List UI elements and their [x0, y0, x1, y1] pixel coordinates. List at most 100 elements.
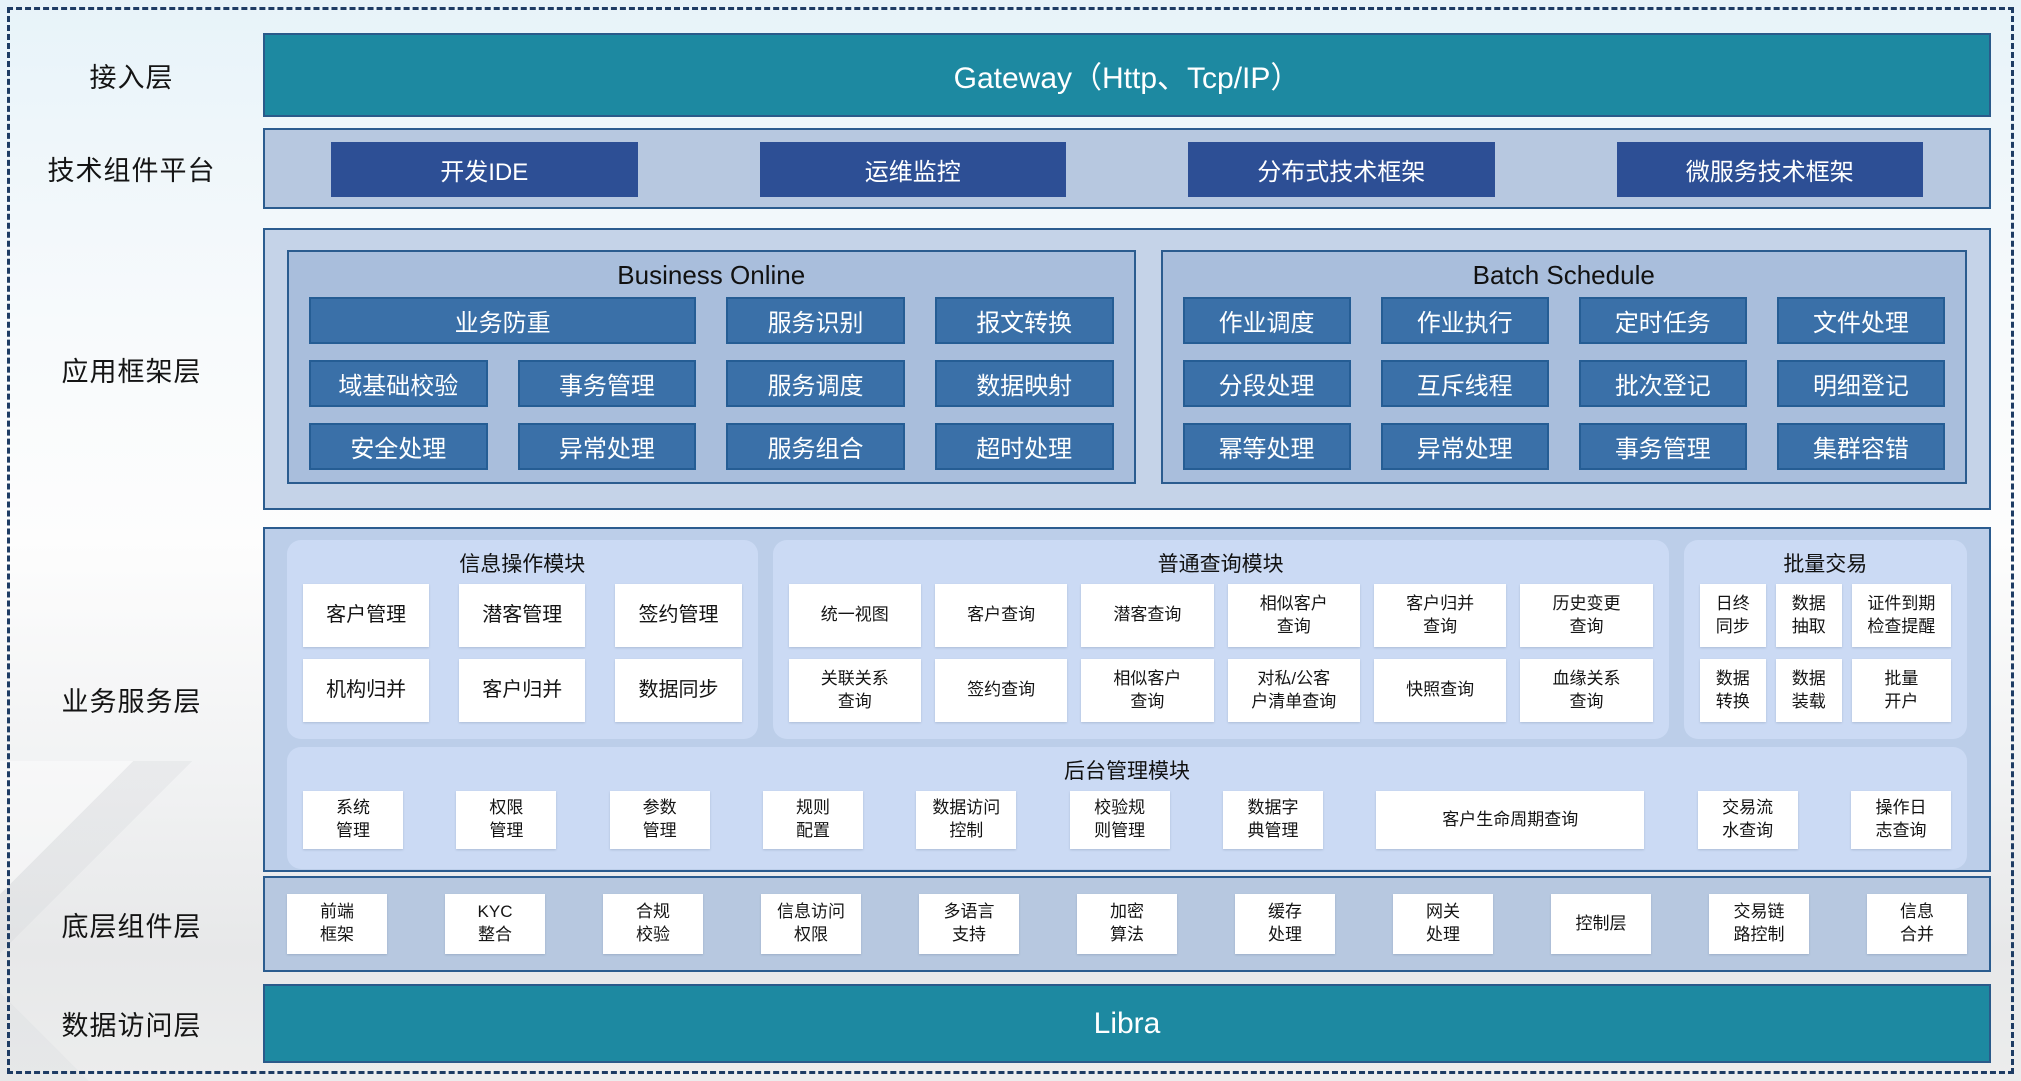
service-chip: 操作日 志查询 [1850, 791, 1951, 849]
module-chip: 文件处理 [1776, 297, 1945, 344]
business-online-grid: 业务防重服务识别报文转换域基础校验事务管理服务调度数据映射安全处理异常处理服务组… [309, 297, 1114, 470]
component-chip: 前端 框架 [287, 894, 387, 954]
component-chip: 加密 算法 [1077, 894, 1177, 954]
module-chip: 事务管理 [517, 360, 697, 407]
batch-trade-grid: 日终 同步数据 抽取证件到期 检查提醒数据 转换数据 装载批量 开户 [1699, 584, 1951, 722]
module-chip: 定时任务 [1578, 297, 1747, 344]
tech-chip: 开发IDE [331, 142, 638, 197]
service-chip: 系统 管理 [303, 791, 403, 849]
business-service-box: 信息操作模块 客户管理潜客管理签约管理机构归并客户归并数据同步 普通查询模块 统… [263, 527, 1991, 872]
module-chip: 明细登记 [1776, 360, 1945, 407]
module-chip: 服务识别 [726, 297, 905, 344]
service-chip: 客户归并 [459, 659, 586, 722]
layer-row-app-framework: 应用框架层 Business Online 业务防重服务识别报文转换域基础校验事… [0, 228, 1991, 510]
component-chip: KYC 整合 [445, 894, 545, 954]
admin-module-card: 后台管理模块 系统 管理权限 管理参数 管理规则 配置数据访问 控制校验规 则管… [287, 747, 1967, 869]
query-module-grid: 统一视图客户查询潜客查询相似客户 查询客户归并 查询历史变更 查询关联关系 查询… [788, 584, 1653, 722]
module-chip: 报文转换 [934, 297, 1114, 344]
business-online-title: Business Online [617, 260, 806, 290]
batch-schedule-section: Batch Schedule 作业调度作业执行定时任务文件处理分段处理互斥线程批… [1160, 250, 1967, 484]
module-chip: 安全处理 [309, 423, 488, 470]
service-chip: 统一视图 [788, 584, 921, 647]
service-chip: 签约查询 [934, 659, 1068, 722]
service-chip: 数据字 典管理 [1222, 791, 1323, 849]
module-chip: 业务防重 [309, 297, 697, 344]
component-chip: 多语言 支持 [919, 894, 1019, 954]
service-chip: 快照查询 [1373, 659, 1507, 722]
layer-label-data-access: 数据访问层 [61, 1011, 202, 1041]
module-chip: 分段处理 [1182, 360, 1351, 407]
service-chip: 对私/公客 户清单查询 [1227, 659, 1360, 722]
module-chip: 批次登记 [1578, 360, 1747, 407]
service-chip: 数据 装载 [1775, 659, 1842, 722]
base-components-strip: 前端 框架 KYC 整合合规 校验信息访问 权限多语言 支持加密 算法缓存 处理网… [263, 876, 1991, 972]
layer-row-data-access: 数据访问层 Libra [0, 984, 1991, 1063]
info-module-grid: 客户管理潜客管理签约管理机构归并客户归并数据同步 [303, 584, 742, 722]
service-chip: 相似客户 查询 [1081, 659, 1214, 722]
service-chip: 签约管理 [615, 584, 742, 647]
component-chip: 信息访问 权限 [761, 894, 861, 954]
query-module-title: 普通查询模块 [1157, 553, 1284, 576]
layer-label-business-service: 业务服务层 [61, 687, 202, 717]
service-chip: 客户生命周期查询 [1376, 791, 1645, 849]
libra-bar: Libra [263, 984, 1991, 1063]
tech-chip: 运维监控 [759, 142, 1066, 197]
module-chip: 超时处理 [934, 423, 1114, 470]
service-chip: 数据 转换 [1699, 659, 1766, 722]
layer-label-access: 接入层 [89, 62, 174, 93]
layer-row-access: 接入层 Gateway（Http、Tcp/IP） [0, 33, 1991, 117]
module-chip: 数据映射 [934, 360, 1114, 407]
info-module-card: 信息操作模块 客户管理潜客管理签约管理机构归并客户归并数据同步 [287, 540, 758, 739]
component-chip: 网关 处理 [1393, 894, 1493, 954]
service-chip: 证件到期 检查提醒 [1851, 584, 1951, 647]
module-chip: 集群容错 [1776, 423, 1945, 470]
service-chip: 血缘关系 查询 [1520, 659, 1653, 722]
service-chip: 校验规 则管理 [1069, 791, 1170, 849]
module-chip: 互斥线程 [1380, 360, 1549, 407]
module-chip: 服务组合 [726, 423, 905, 470]
service-chip: 客户管理 [303, 584, 430, 647]
layer-stack: 接入层 Gateway（Http、Tcp/IP） 技术组件平台 开发IDE 运维监… [0, 33, 1991, 1063]
business-online-section: Business Online 业务防重服务识别报文转换域基础校验事务管理服务调… [287, 250, 1136, 484]
service-chip: 权限 管理 [456, 791, 557, 849]
module-chip: 异常处理 [1380, 423, 1549, 470]
tech-chip: 分布式技术框架 [1188, 142, 1495, 197]
service-chip: 批量 开户 [1851, 659, 1951, 722]
module-chip: 作业调度 [1182, 297, 1351, 344]
service-chip: 日终 同步 [1699, 584, 1766, 647]
batch-trade-title: 批量交易 [1783, 553, 1868, 576]
component-chip: 合规 校验 [603, 894, 703, 954]
service-chip: 机构归并 [303, 659, 430, 722]
gateway-bar: Gateway（Http、Tcp/IP） [263, 33, 1991, 117]
service-chip: 潜客管理 [459, 584, 586, 647]
service-chip: 规则 配置 [762, 791, 863, 849]
service-chip: 交易流 水查询 [1697, 791, 1798, 849]
service-chip: 客户归并 查询 [1373, 584, 1507, 647]
component-chip: 缓存 处理 [1235, 894, 1335, 954]
module-chip: 异常处理 [517, 423, 697, 470]
admin-module-row: 系统 管理权限 管理参数 管理规则 配置数据访问 控制校验规 则管理数据字 典管… [303, 791, 1951, 849]
component-chip: 控制层 [1551, 894, 1651, 954]
module-chip: 幂等处理 [1182, 423, 1351, 470]
service-chip: 数据 抽取 [1775, 584, 1842, 647]
module-chip: 服务调度 [726, 360, 905, 407]
service-chip: 客户查询 [934, 584, 1068, 647]
module-chip: 事务管理 [1578, 423, 1747, 470]
batch-schedule-grid: 作业调度作业执行定时任务文件处理分段处理互斥线程批次登记明细登记幂等处理异常处理… [1182, 297, 1945, 470]
service-chip: 相似客户 查询 [1227, 584, 1360, 647]
component-chip: 交易链 路控制 [1709, 894, 1809, 954]
module-chip: 作业执行 [1380, 297, 1549, 344]
service-chip: 数据同步 [615, 659, 742, 722]
admin-module-title: 后台管理模块 [1064, 760, 1190, 783]
service-chip: 历史变更 查询 [1520, 584, 1653, 647]
layer-row-business-service: 业务服务层 信息操作模块 客户管理潜客管理签约管理机构归并客户归并数据同步 普通… [0, 527, 1991, 872]
service-chip: 关联关系 查询 [788, 659, 921, 722]
component-chip: 信息 合并 [1867, 894, 1967, 954]
query-module-card: 普通查询模块 统一视图客户查询潜客查询相似客户 查询客户归并 查询历史变更 查询… [772, 540, 1669, 739]
app-framework-box: Business Online 业务防重服务识别报文转换域基础校验事务管理服务调… [263, 228, 1991, 510]
layer-label-tech-platform: 技术组件平台 [47, 156, 216, 186]
